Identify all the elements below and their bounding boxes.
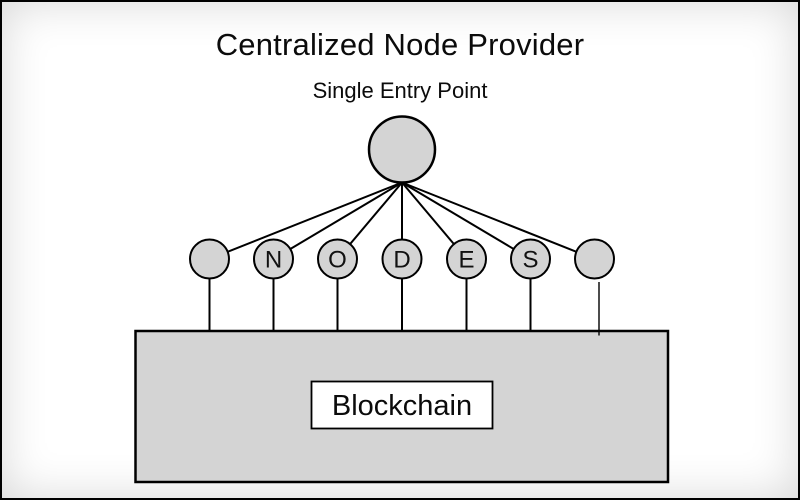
node-circle-7 — [574, 238, 615, 280]
node-letter-s: S — [522, 247, 538, 274]
node-circle-3 — [317, 238, 358, 280]
blockchain-label: Blockchain — [332, 390, 472, 422]
center-to-node-edges — [209, 181, 595, 260]
node-letter-e: E — [458, 247, 474, 274]
blockchain-label-box — [310, 380, 494, 430]
node-letter-n: N — [265, 247, 282, 274]
edge-center-to-node-1 — [209, 181, 403, 260]
central-provider-node — [367, 115, 437, 184]
node-circle-1 — [189, 238, 230, 280]
node-circle-6 — [510, 238, 551, 280]
edge-center-to-node-6 — [401, 181, 532, 260]
node-circle-5 — [446, 238, 487, 280]
subtitle-single-entry-point: Single Entry Point — [312, 78, 488, 103]
node-circle-4 — [381, 238, 423, 280]
node-circles — [189, 238, 615, 280]
edge-center-to-node-2 — [272, 181, 403, 260]
edge-center-to-node-7 — [401, 181, 595, 260]
node-letters: N O D E S — [265, 247, 539, 274]
node-letter-d: D — [393, 247, 410, 274]
node-circle-2 — [253, 238, 294, 280]
node-letter-o: O — [328, 247, 347, 274]
page-title: Centralized Node Provider — [215, 27, 585, 62]
